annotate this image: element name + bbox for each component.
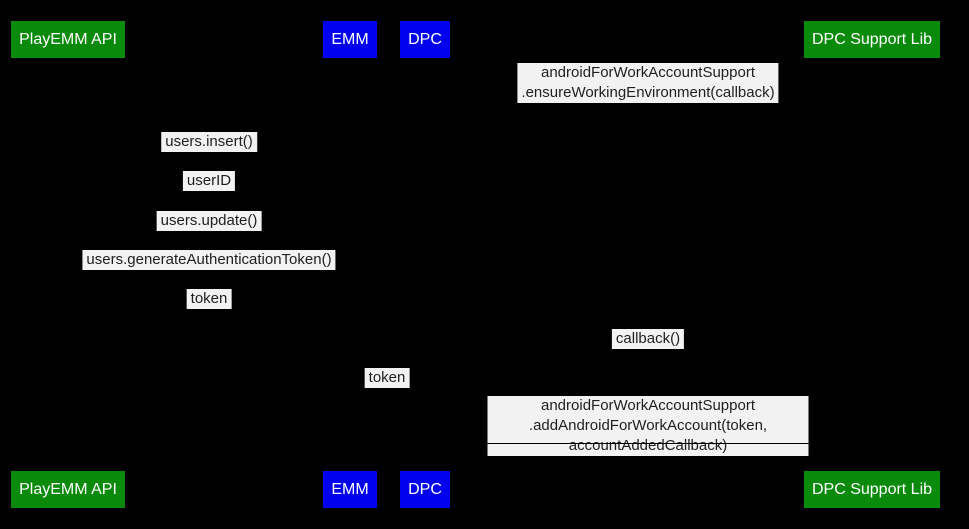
lifeline-dpc bbox=[425, 58, 426, 471]
actor-dpc-support-lib-top: DPC Support Lib bbox=[804, 21, 940, 58]
actor-dpc-top: DPC bbox=[400, 21, 450, 58]
lifeline-dpc-support-lib bbox=[872, 58, 873, 471]
actor-playemm-api-bottom: PlayEMM API bbox=[11, 471, 125, 508]
arrow-userid bbox=[68, 199, 350, 200]
actor-dpc-support-lib-bottom: DPC Support Lib bbox=[804, 471, 940, 508]
message-callback: callback() bbox=[611, 329, 685, 349]
message-add-android-for-work-account: androidForWorkAccountSupport .addAndroid… bbox=[487, 396, 809, 456]
message-userid: userID bbox=[182, 171, 236, 191]
arrow-callback bbox=[425, 356, 872, 357]
arrow-add-android-for-work-account bbox=[425, 443, 872, 444]
actor-playemm-api-top: PlayEMM API bbox=[11, 21, 125, 58]
message-users-insert: users.insert() bbox=[161, 132, 257, 152]
arrow-generate-auth-token bbox=[68, 278, 350, 279]
message-token-to-dpc: token bbox=[364, 368, 410, 388]
message-users-update: users.update() bbox=[156, 211, 262, 231]
arrow-ensure-working-environment bbox=[425, 110, 872, 111]
message-ensure-working-environment: androidForWorkAccountSupport .ensureWork… bbox=[517, 63, 779, 103]
lifeline-playemm-api bbox=[68, 58, 69, 471]
actor-dpc-bottom: DPC bbox=[400, 471, 450, 508]
actor-emm-bottom: EMM bbox=[323, 471, 377, 508]
arrow-users-insert bbox=[68, 160, 350, 161]
message-token-to-emm: token bbox=[186, 289, 232, 309]
lifeline-emm bbox=[350, 58, 351, 471]
actor-emm-top: EMM bbox=[323, 21, 377, 58]
arrow-token-to-emm bbox=[68, 317, 350, 318]
message-generate-auth-token: users.generateAuthenticationToken() bbox=[82, 250, 336, 270]
arrow-users-update bbox=[68, 239, 350, 240]
arrow-token-to-dpc bbox=[350, 393, 425, 394]
